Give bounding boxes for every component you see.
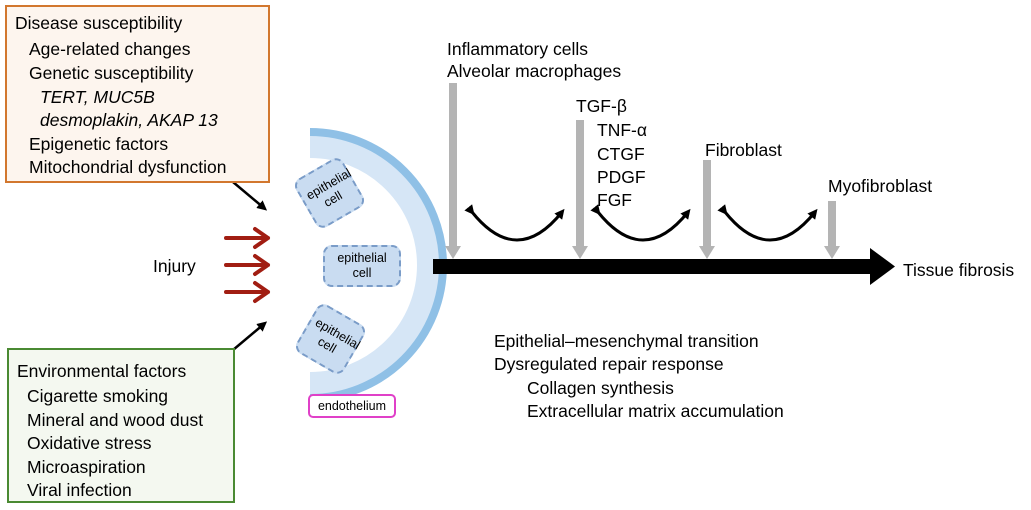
process-label: Dysregulated repair response [494,354,724,374]
disease-gene-list: desmoplakin, AKAP 13 [40,110,218,130]
disease-item: Age-related changes [29,39,191,59]
fibroblast-label: Fibroblast [705,140,782,160]
environment-title: Environmental factors [17,361,187,381]
cytokine-label: CTGF [597,144,645,164]
disease-gene-list: TERT, MUC5B [40,87,155,107]
feedback-arrows [464,204,818,242]
environment-item: Viral infection [27,480,132,500]
process-label: Epithelial–mesenchymal transition [494,331,759,351]
environment-item: Oxidative stress [27,433,152,453]
environment-item: Microaspiration [27,457,146,477]
environment-item: Cigarette smoking [27,386,169,406]
inflammatory-cells-label: Inflammatory cells [447,39,589,59]
environmental-factors-box: Environmental factors Cigarette smoking … [7,348,235,503]
process-sublabel: Extracellular matrix accumulation [527,401,784,421]
cytokine-label: PDGF [597,167,646,187]
injury-label: Injury [153,256,196,276]
process-sublabel: Collagen synthesis [527,378,674,398]
alveolar-membrane [309,132,443,398]
fibrosis-arrow-head [870,248,895,285]
cytokine-label: TGF-β [576,96,627,116]
environment-arrow [232,321,268,351]
cytokine-label: TNF-α [597,120,647,140]
disease-item: Genetic susceptibility [29,63,194,83]
disease-susceptibility-box: Disease susceptibility Age-related chang… [5,5,270,183]
fibrosis-arrow-shaft [433,259,873,274]
tissue-fibrosis-label: Tissue fibrosis [903,260,1015,280]
disease-title: Disease susceptibility [15,13,183,33]
disease-arrow [232,181,268,211]
cytokine-label: FGF [597,190,632,210]
environment-item: Mineral and wood dust [27,410,204,430]
disease-item: Epigenetic factors [29,134,169,154]
epithelial-cell-middle: epithelial cell [323,245,401,287]
myofibroblast-label: Myofibroblast [828,176,933,196]
alveolar-macrophages-label: Alveolar macrophages [447,61,622,81]
mediator-bars [445,83,840,259]
endothelium-label: endothelium [308,394,396,418]
injury-arrows [224,227,270,303]
disease-item: Mitochondrial dysfunction [29,157,227,177]
